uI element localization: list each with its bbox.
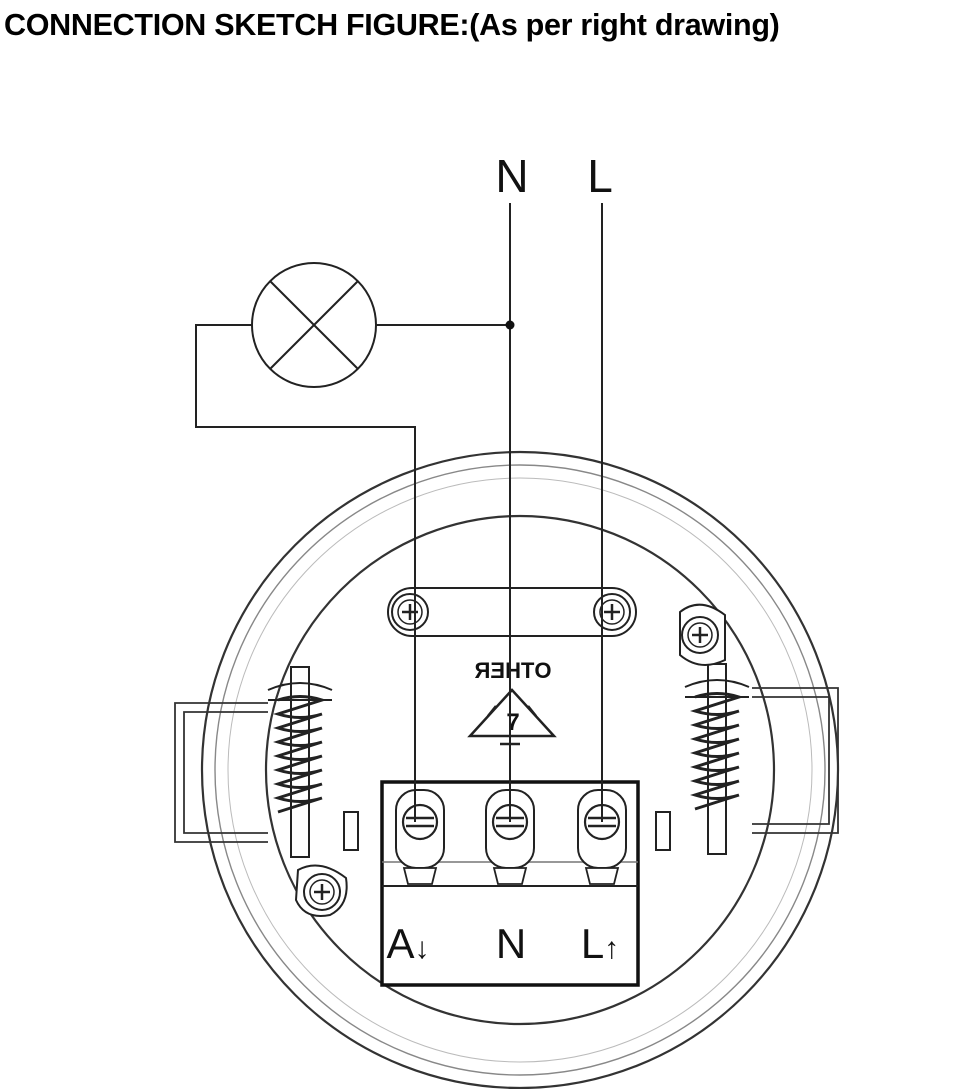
neutral-supply-label: N: [495, 150, 528, 202]
svg-text:A↓: A↓: [386, 920, 429, 967]
terminal-arrow-l: ↑: [604, 932, 619, 965]
terminal-label-a: A: [386, 920, 414, 967]
left-mounting-clip: [174, 702, 268, 843]
recycle-marking: OTHER 7: [467, 658, 557, 746]
terminal-arrow-a: ↓: [415, 932, 430, 965]
right-spring: [655, 663, 750, 855]
left-spring-coil: [273, 695, 327, 814]
mounting-plate: [387, 587, 637, 637]
right-spring-coil: [690, 692, 744, 811]
terminal-screw-l: [577, 789, 627, 885]
left-spring: [267, 666, 359, 858]
side-screws: [294, 603, 726, 917]
neutral-junction: [505, 320, 515, 330]
page-title: CONNECTION SKETCH FIGURE:(As per right d…: [4, 8, 780, 42]
wires: [195, 203, 603, 822]
plate-screw-left-icon: [390, 592, 430, 632]
plate-screw-right-icon: [592, 592, 632, 632]
svg-text:L↑: L↑: [581, 920, 619, 967]
terminal-label-l: L: [581, 920, 604, 967]
live-supply-label: L: [587, 150, 613, 202]
lamp-icon: [251, 262, 377, 388]
material-marking: OTHER: [474, 658, 551, 683]
lamp-to-a-wire: [195, 324, 416, 822]
ear-screw-left-icon: [302, 872, 342, 912]
recycle-code: 7: [506, 709, 519, 736]
terminal-label-n: N: [496, 920, 526, 967]
ear-screw-right-icon: [680, 615, 720, 655]
right-mounting-clip: [752, 687, 839, 834]
terminal-screw-a: [395, 789, 445, 885]
